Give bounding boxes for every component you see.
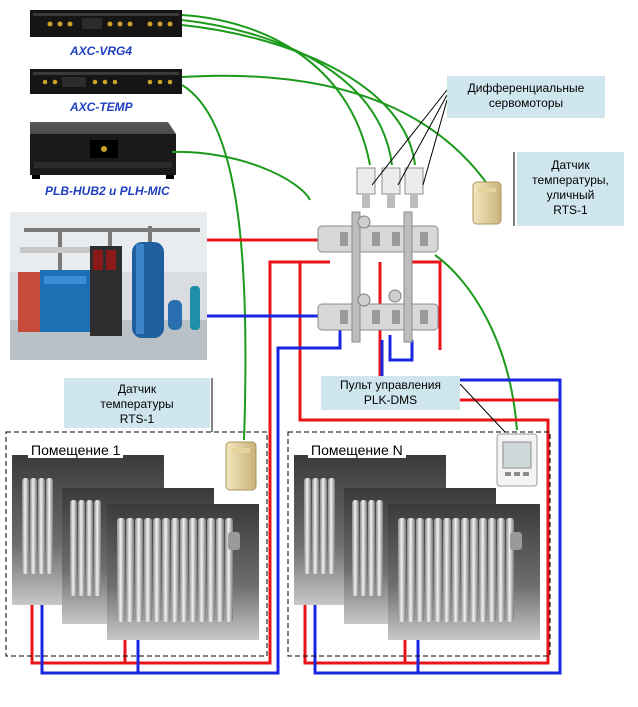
room-n-border bbox=[287, 431, 551, 657]
servomotors-callout: Дифференциальные сервомоторы bbox=[447, 76, 605, 118]
room-1-title: Помещение 1 bbox=[28, 442, 124, 458]
boiler-room-photo bbox=[10, 212, 207, 360]
room-sensor-callout: Датчик температуры RTS-1 bbox=[64, 378, 210, 428]
room-1-radiators bbox=[12, 455, 259, 640]
axc-vrg4-device bbox=[30, 10, 182, 37]
signal-wires bbox=[171, 14, 518, 441]
axc-vrg4-label: AXC-VRG4 bbox=[69, 44, 132, 58]
axc-temp-device bbox=[30, 69, 182, 94]
room-1-border bbox=[5, 431, 268, 657]
plb-hub2-device bbox=[30, 122, 176, 179]
room-n-title: Помещение N bbox=[308, 442, 406, 458]
room-n-radiators bbox=[294, 455, 540, 640]
outdoor-temperature-sensor bbox=[472, 181, 502, 225]
axc-temp-label: AXC-TEMP bbox=[69, 100, 134, 114]
callout-leaders bbox=[211, 89, 515, 433]
control-panel-device bbox=[496, 433, 538, 487]
outdoor-sensor-callout: Датчик температуры, уличный RTS-1 bbox=[517, 152, 624, 226]
manifold bbox=[317, 211, 439, 343]
plb-hub2-label: PLB-HUB2 и PLH-MIC bbox=[45, 184, 170, 198]
servomotors bbox=[356, 167, 424, 208]
control-panel-callout: Пульт управления PLK-DMS bbox=[321, 376, 460, 410]
room-1-temperature-sensor bbox=[225, 441, 257, 491]
